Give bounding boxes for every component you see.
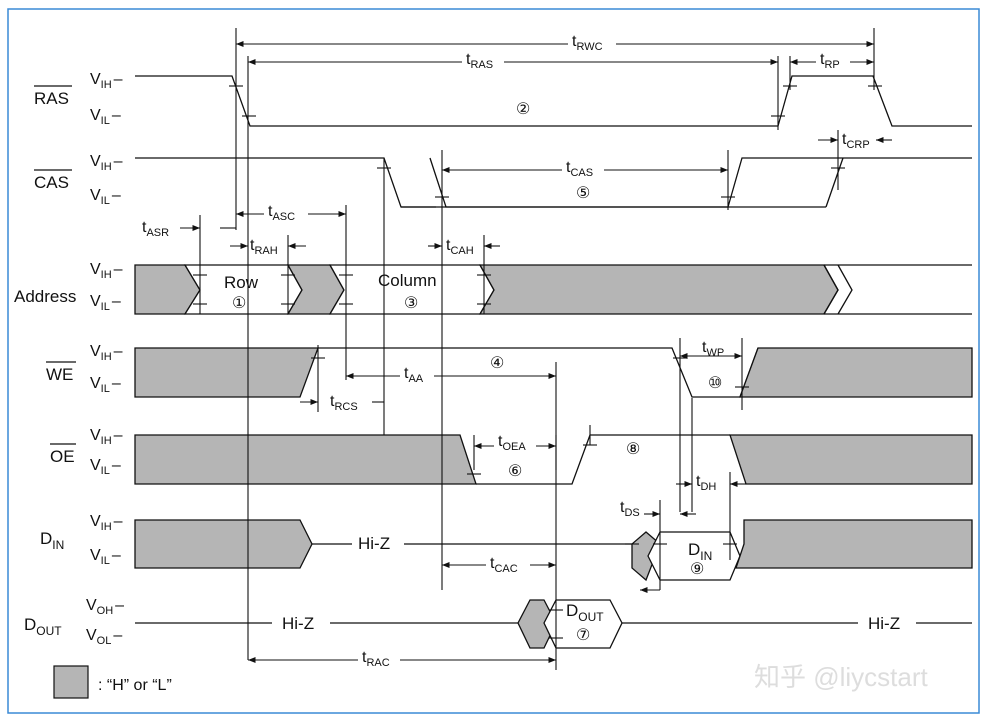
svg-text:VIH–: VIH– xyxy=(90,427,123,447)
cas-waveform-3 xyxy=(825,157,844,208)
label-tdh: tDH xyxy=(696,473,716,493)
column-label: Column xyxy=(378,271,437,290)
legend-swatch xyxy=(53,665,89,699)
svg-text:VIH–: VIH– xyxy=(90,261,123,281)
we-hatch-2 xyxy=(739,347,973,398)
level-labels: VIH– VIL– VIH– VIL– VIH– VIL– VIH– VIL– … xyxy=(86,71,124,647)
svg-text:VIH–: VIH– xyxy=(90,513,123,533)
signal-address-label: Address xyxy=(14,287,76,306)
label-tcah: tCAH xyxy=(446,237,474,257)
label-trp: tRP xyxy=(820,51,840,71)
marker-2: ② xyxy=(516,101,530,118)
din-hatch-1 xyxy=(134,519,313,569)
marker-6: ⑥ xyxy=(508,463,522,480)
svg-text:VIL–: VIL– xyxy=(90,107,121,127)
marker-5: ⑤ xyxy=(576,185,590,202)
label-tds: tDS xyxy=(620,499,640,519)
signal-ras-label: RAS xyxy=(34,89,69,108)
watermark: 知乎 @liycstart xyxy=(754,662,929,692)
address-tail xyxy=(823,264,972,315)
label-toea: tOEA xyxy=(498,433,526,453)
svg-text:VIL–: VIL– xyxy=(90,187,121,207)
address-hatch-3 xyxy=(478,264,839,315)
dout-hiz-label: Hi-Z xyxy=(282,614,314,633)
din-box-label: DIN xyxy=(688,540,712,563)
din-hiz-label: Hi-Z xyxy=(358,534,390,553)
signal-din-label: DIN xyxy=(40,529,64,552)
marker-7: ⑦ xyxy=(576,627,590,644)
marker-4: ④ xyxy=(490,355,504,372)
label-trah: tRAH xyxy=(250,237,278,257)
svg-text:VIL–: VIL– xyxy=(90,293,121,313)
dout-box-label: DOUT xyxy=(566,601,604,624)
cas-waveform-2 xyxy=(429,157,972,208)
oe-waveform xyxy=(476,434,730,485)
marker-1: ① xyxy=(232,295,246,312)
label-taa: tAA xyxy=(404,365,424,385)
label-tcac: tCAC xyxy=(490,555,518,575)
timing-labels: tRWC tRAS tRP tCRP tCAS tASC tASR tRAH t… xyxy=(142,32,870,669)
signal-oe-label: OE xyxy=(50,447,75,466)
label-tras: tRAS xyxy=(466,51,493,71)
signal-dout-label: DOUT xyxy=(24,615,62,638)
label-tcrp: tCRP xyxy=(842,131,870,151)
signal-cas-label: CAS xyxy=(34,173,69,192)
label-tasc: tASC xyxy=(268,203,295,223)
label-twp: tWP xyxy=(702,339,724,359)
label-trwc: tRWC xyxy=(572,33,603,53)
label-trac: tRAC xyxy=(362,649,390,669)
we-hatch-1 xyxy=(134,347,319,398)
box-labels: Row Column Hi-Z Hi-Z Hi-Z DIN DOUT xyxy=(224,271,900,633)
din-hatch-3 xyxy=(735,519,973,569)
markers: ① ② ③ ④ ⑤ ⑥ ⑦ ⑧ ⑨ ⑩ xyxy=(232,101,722,644)
label-trcs: tRCS xyxy=(330,393,358,413)
dout-data-box xyxy=(543,599,623,649)
diagram-border xyxy=(7,8,980,714)
dout-hiz-label-right: Hi-Z xyxy=(868,614,900,633)
cas-waveform xyxy=(135,157,436,208)
svg-text:VIL–: VIL– xyxy=(90,375,121,395)
signal-we-label: WE xyxy=(46,365,73,384)
legend-text: : “H” or “L” xyxy=(98,677,172,694)
svg-text:VIH–: VIH– xyxy=(90,153,123,173)
oe-hatch-1 xyxy=(134,434,477,485)
ras-waveform xyxy=(135,75,972,127)
label-tcas: tCAS xyxy=(566,159,593,179)
svg-text:VIL–: VIL– xyxy=(90,547,121,567)
svg-text:VIH–: VIH– xyxy=(90,343,123,363)
marker-10: ⑩ xyxy=(708,375,722,392)
svg-text:VOH–: VOH– xyxy=(86,597,124,617)
svg-text:VOL–: VOL– xyxy=(86,627,122,647)
svg-text:VIL–: VIL– xyxy=(90,457,121,477)
dout-hatch xyxy=(517,599,557,649)
label-tasr: tASR xyxy=(142,219,169,239)
svg-text:VIH–: VIH– xyxy=(90,71,123,91)
row-label: Row xyxy=(224,273,259,292)
marker-3: ③ xyxy=(404,295,418,312)
marker-9: ⑨ xyxy=(690,561,704,578)
oe-hatch-2 xyxy=(729,434,973,485)
marker-8: ⑧ xyxy=(626,441,640,458)
